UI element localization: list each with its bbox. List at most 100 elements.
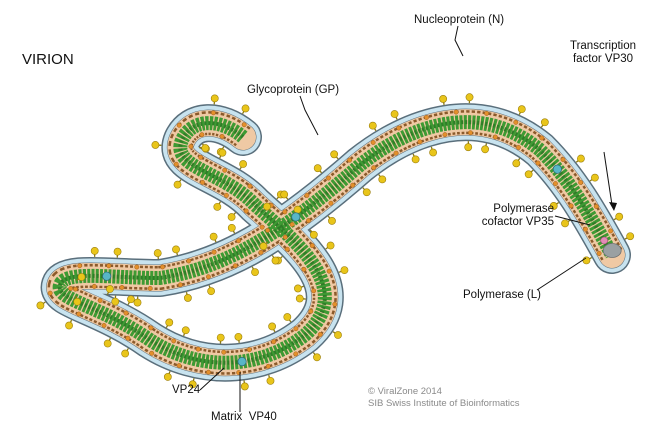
vp24-dot (333, 302, 337, 306)
glycoprotein-spike (184, 294, 191, 301)
glycoprotein-spike (78, 273, 85, 280)
glycoprotein-spike (240, 160, 247, 167)
vp24-dot (224, 193, 228, 197)
vp24-dot (468, 131, 472, 135)
glycoprotein-spike (127, 296, 134, 303)
glycoprotein-spike (369, 122, 376, 129)
title-virion: VIRION (22, 51, 74, 68)
glycoprotein-spike (440, 95, 447, 102)
label-vp24: VP24 (172, 384, 200, 397)
virion-body (37, 94, 634, 390)
vp24-dot (394, 151, 398, 155)
glycoprotein-spike (114, 248, 121, 255)
glycoprotein-spike (267, 377, 274, 384)
vp24-dot (285, 247, 289, 251)
glycoprotein-spike (104, 340, 111, 347)
glycoprotein-spike (591, 174, 598, 181)
vp24-dot (200, 180, 204, 184)
vp24-dot (150, 351, 154, 355)
vp24-dot (223, 168, 227, 172)
glycoprotein-spike (412, 156, 419, 163)
vp24-dot (553, 181, 557, 185)
label-vp30-line1: Transcription (562, 40, 644, 53)
vp24-dot (371, 166, 375, 170)
vp24-dot (424, 115, 428, 119)
glycoprotein-spike (272, 257, 279, 264)
vp30-marker (238, 357, 246, 365)
vp24-dot (283, 210, 287, 214)
vp30-marker (103, 272, 111, 280)
vp24-dot (178, 283, 182, 287)
glycoprotein-spike (122, 350, 129, 357)
glycoprotein-spike (334, 331, 341, 338)
vp24-dot (135, 265, 139, 269)
vp24-dot (443, 132, 447, 136)
vp24-dot (236, 239, 240, 243)
vp24-dot (124, 311, 128, 315)
vp24-dot (347, 158, 351, 162)
glycoprotein-spike (174, 181, 181, 188)
glycoprotein-spike (172, 246, 179, 253)
vp24-dot (516, 145, 520, 149)
credit-line2: SIB Swiss Institute of Bioinformatics (368, 398, 520, 410)
glycoprotein-spike (294, 285, 301, 292)
glycoprotein-spike (235, 333, 242, 340)
glycoprotein-spike (166, 319, 173, 326)
credit-line1: © ViralZone 2014 (368, 386, 520, 398)
vp24-dot (177, 123, 181, 127)
label-matrix: Matrix VP40 (211, 411, 277, 424)
nucleoprotein-leader (455, 26, 463, 56)
vp24-dot (514, 120, 518, 124)
vp24-dot (484, 111, 488, 115)
glycoprotein-spike (341, 267, 348, 274)
vp24-dot (120, 285, 124, 289)
glycoprotein-spike (210, 233, 217, 240)
vp24-dot (107, 264, 111, 268)
glycoprotein-spike (260, 243, 267, 250)
glycoprotein-spike (269, 323, 276, 330)
glycoprotein-spike (513, 160, 520, 167)
vp24-dot (265, 228, 269, 232)
vp24-dot (569, 204, 573, 208)
glycoprotein-spike (182, 327, 189, 334)
glycoprotein-spike (627, 233, 634, 240)
glycoprotein-spike (518, 106, 525, 113)
vp24-dot (310, 243, 314, 247)
vp24-dot (233, 264, 237, 268)
glycoprotein-spike (208, 288, 215, 295)
glycoprotein-spike (616, 213, 623, 220)
glycoprotein-spike (379, 176, 386, 183)
vp24-dot (309, 309, 313, 313)
glycoprotein-spike (465, 144, 472, 151)
glycoprotein-spike (228, 213, 235, 220)
label-vp30: Transcription factor VP30 (562, 40, 644, 66)
glycoprotein-spike (284, 313, 291, 320)
vp24-dot (536, 161, 540, 165)
label-glycoprotein: Glycoprotein (GP) (247, 84, 339, 97)
vp24-dot (98, 298, 102, 302)
label-polymerase: Polymerase (L) (463, 289, 541, 302)
glycoprotein-leader (300, 96, 318, 135)
glycoprotein-spike (525, 171, 532, 178)
label-nucleoprotein: Nucleoprotein (N) (414, 14, 504, 27)
vp24-dot (561, 157, 565, 161)
vp24-dot (77, 264, 81, 268)
vp24-dot (283, 235, 287, 239)
glycoprotein-spike (164, 373, 171, 380)
glycoprotein-spike (91, 247, 98, 254)
glycoprotein-spike (219, 149, 226, 156)
glycoprotein-spike (327, 242, 334, 249)
glycoprotein-spike (313, 354, 320, 361)
vp24-dot (177, 363, 181, 367)
vp24-dot (306, 218, 310, 222)
vp24-dot (305, 193, 309, 197)
vp24-dot (126, 336, 130, 340)
glycoprotein-spike (310, 231, 317, 238)
glycoprotein-spike (154, 249, 161, 256)
glycoprotein-spike (328, 217, 335, 224)
vp24-dot (597, 251, 601, 255)
vp24-dot (222, 350, 226, 354)
label-vp35-line2: cofactor VP35 (462, 216, 554, 229)
vp24-dot (318, 332, 322, 336)
vp24-dot (73, 287, 77, 291)
